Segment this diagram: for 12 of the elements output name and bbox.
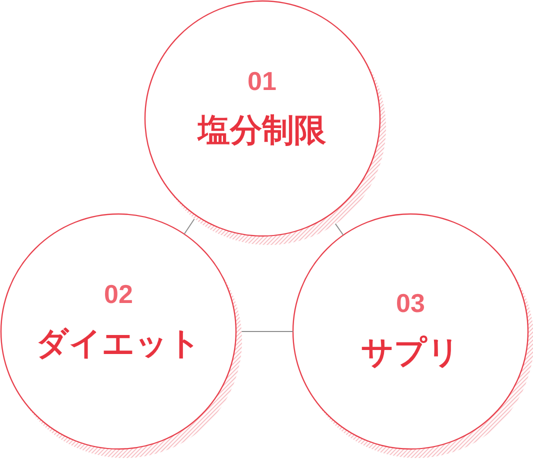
step-title: ダイエット [36,323,201,364]
connector-line [334,223,344,236]
step-number: 01 [248,66,276,98]
connector-line [184,218,195,235]
step-number: 02 [104,279,133,310]
step-circle [292,213,533,459]
step-circle [144,0,386,246]
connector-line [241,331,294,332]
step-title: 塩分制限 [198,110,326,152]
step-title: サプリ [361,332,460,374]
step-circle [0,213,243,459]
step-number: 03 [396,288,425,320]
